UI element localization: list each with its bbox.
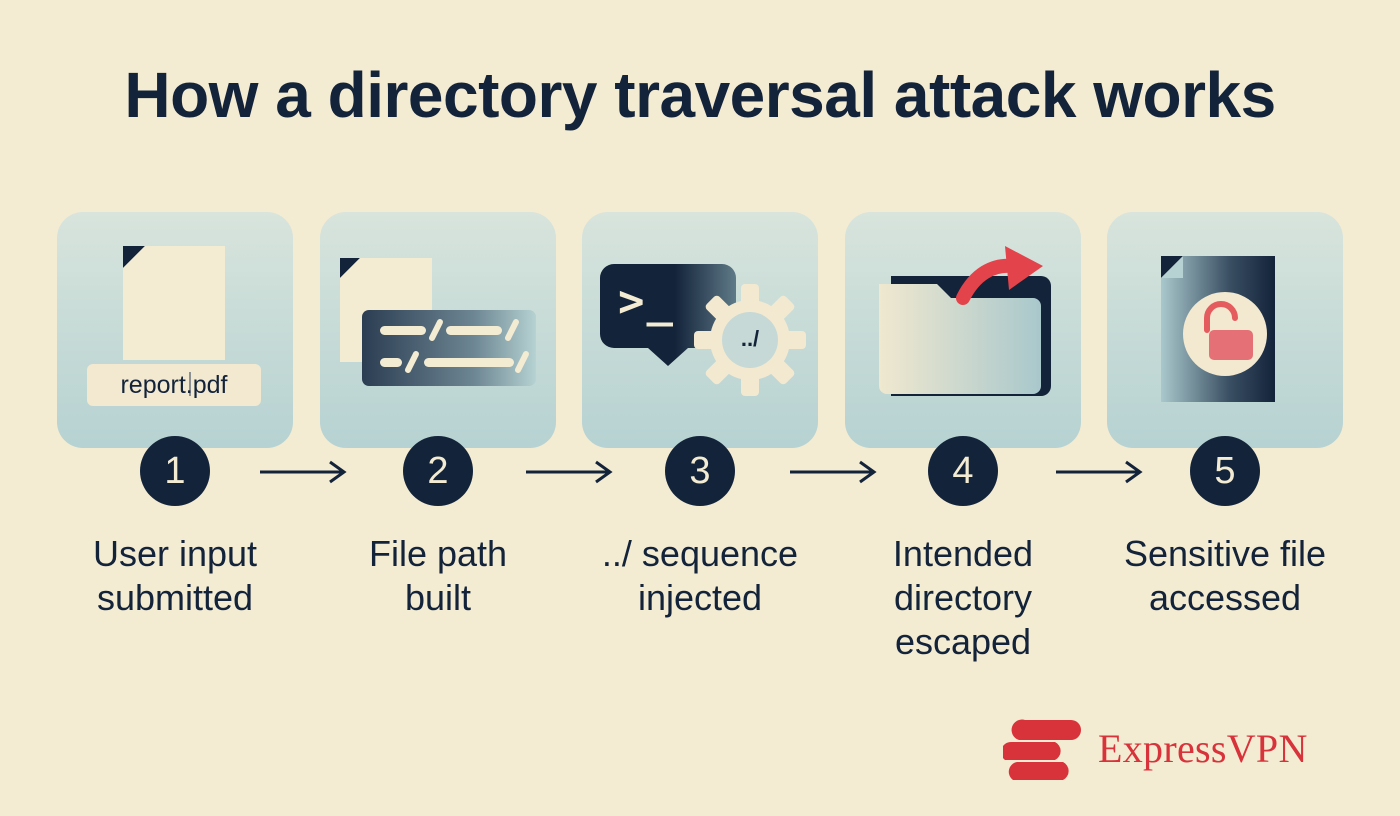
gear-icon	[694, 284, 806, 396]
expressvpn-logo-icon	[1003, 719, 1081, 780]
step-1-card: report.pdf	[57, 212, 293, 448]
step-number-badge: 4	[928, 436, 998, 506]
page-title: How a directory traversal attack works	[124, 59, 1276, 131]
step-number-badge: 5	[1190, 436, 1260, 506]
arrow-right-icon	[1056, 460, 1143, 484]
folder-icon	[879, 246, 1051, 396]
arrow-right-icon	[526, 460, 613, 484]
terminal-icon	[600, 264, 806, 396]
step-label: ../ sequence injected	[601, 533, 799, 618]
step-4-card	[845, 212, 1081, 448]
step-label: File path built	[368, 533, 508, 618]
step-number-badge: 3	[665, 436, 735, 506]
step-label: Sensitive file accessed	[1123, 533, 1327, 618]
escape-arrow-icon	[956, 246, 1043, 305]
unlocked-padlock-icon	[1183, 292, 1267, 376]
step-number-badge: 1	[140, 436, 210, 506]
step-label: User input submitted	[92, 533, 258, 618]
traversal-sequence: ../	[740, 326, 760, 351]
filename-input: report.pdf	[120, 371, 228, 399]
terminal-prompt: >_	[618, 276, 675, 327]
arrow-right-icon	[260, 460, 347, 484]
step-label: Intended directory escaped	[892, 533, 1034, 662]
brand-name: ExpressVPN	[1098, 726, 1308, 771]
locked-file-icon	[1161, 256, 1275, 402]
arrow-right-icon	[790, 460, 877, 484]
file-icon	[87, 246, 261, 406]
step-number-badge: 2	[403, 436, 473, 506]
step-3-card: >_ ../	[582, 212, 818, 448]
file-path-icon	[340, 258, 536, 386]
step-5-card	[1107, 212, 1343, 448]
step-2-card	[320, 212, 556, 448]
